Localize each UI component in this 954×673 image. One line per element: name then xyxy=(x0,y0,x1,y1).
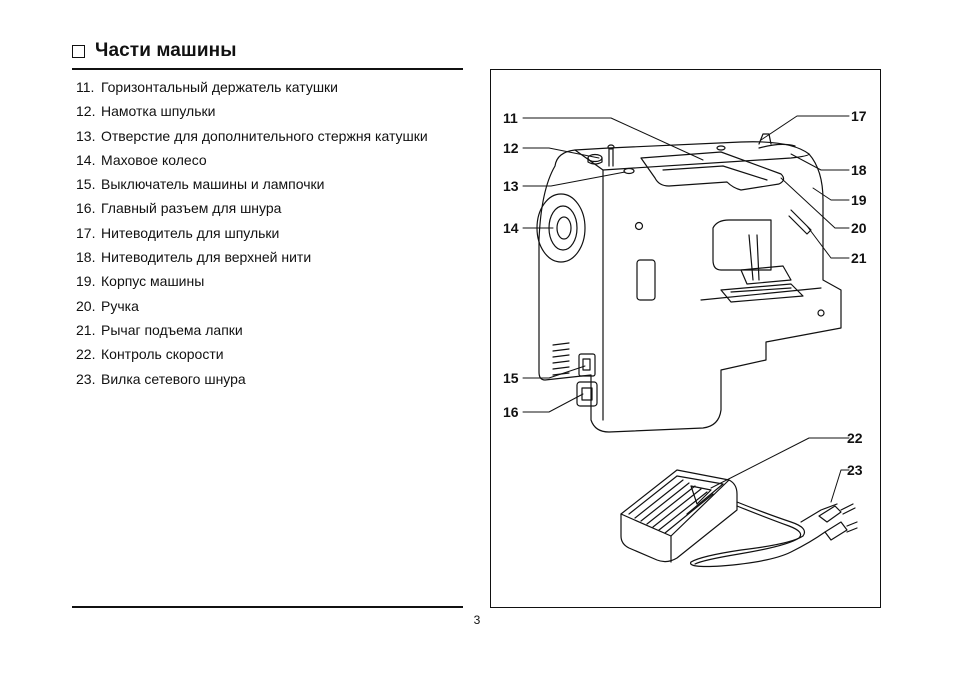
callout-12: 12 xyxy=(503,140,519,156)
list-item: 12. Намотка шпульки xyxy=(76,102,428,126)
item-number: 21. xyxy=(76,321,96,338)
list-item: 22. Контроль скорости xyxy=(76,345,428,369)
callout-22: 22 xyxy=(847,430,863,446)
callout-23: 23 xyxy=(847,462,863,478)
top-divider xyxy=(72,68,463,70)
item-number: 15. xyxy=(76,176,96,193)
item-number: 17. xyxy=(76,224,96,241)
callout-20: 20 xyxy=(851,220,867,236)
item-text: Намотка шпульки xyxy=(101,103,216,120)
item-number: 22. xyxy=(76,346,96,363)
item-text: Выключатель машины и лампочки xyxy=(101,176,325,193)
list-item: 19. Корпус машины xyxy=(76,272,428,296)
item-text: Отверстие для дополнительного стержня ка… xyxy=(101,127,428,144)
machine-illustration-frame: 11 12 13 14 15 16 17 18 19 20 21 22 23 xyxy=(490,69,881,608)
item-text: Корпус машины xyxy=(101,273,205,290)
item-text: Горизонтальный держатель катушки xyxy=(101,79,338,95)
list-item: 21. Рычаг подъема лапки xyxy=(76,321,428,345)
callout-19: 19 xyxy=(851,192,867,208)
item-number: 11. xyxy=(76,79,95,95)
callout-11: 11 xyxy=(503,110,518,126)
item-number: 20. xyxy=(76,297,96,314)
item-text: Маховое колесо xyxy=(101,151,207,168)
checkbox-icon xyxy=(72,44,85,58)
item-text: Нитеводитель для шпульки xyxy=(101,224,280,241)
item-text: Главный разъем для шнура xyxy=(101,200,282,217)
item-number: 19. xyxy=(76,273,96,290)
list-item: 20. Ручка xyxy=(76,297,428,321)
bottom-divider xyxy=(72,606,463,608)
item-text: Контроль скорости xyxy=(101,346,224,363)
item-number: 14. xyxy=(76,151,96,168)
item-number: 18. xyxy=(76,249,96,266)
list-item: 18. Нитеводитель для верхней нити xyxy=(76,248,428,272)
page-number: 3 xyxy=(473,613,481,627)
callout-21: 21 xyxy=(851,250,867,266)
section-header: Части машины xyxy=(72,40,237,62)
sewing-machine-illustration: 11 12 13 14 15 16 17 18 19 20 21 22 23 xyxy=(503,108,867,568)
callout-15: 15 xyxy=(503,370,519,386)
callout-17: 17 xyxy=(851,108,867,124)
list-item: 17. Нитеводитель для шпульки xyxy=(76,224,428,248)
callout-13: 13 xyxy=(503,178,519,194)
callout-14: 14 xyxy=(503,220,519,236)
page-title: Части машины xyxy=(95,40,237,61)
item-text: Вилка сетевого шнура xyxy=(101,370,246,387)
item-text: Нитеводитель для верхней нити xyxy=(101,249,312,266)
list-item: 13. Отверстие для дополнительного стержня… xyxy=(76,127,428,151)
list-item: 11. Горизонтальный держатель катушки xyxy=(76,78,428,102)
item-number: 23. xyxy=(76,370,96,387)
list-item: 16. Главный разъем для шнура xyxy=(76,199,428,223)
item-number: 13. xyxy=(76,127,96,144)
foot-pedal-drawing xyxy=(620,469,858,568)
sewing-machine-drawing xyxy=(536,133,842,433)
item-number: 16. xyxy=(76,200,96,217)
callout-18: 18 xyxy=(851,162,867,178)
callout-16: 16 xyxy=(503,404,519,420)
item-text: Рычаг подъема лапки xyxy=(101,321,243,338)
item-text: Ручка xyxy=(101,297,139,314)
list-item: 14. Маховое колесо xyxy=(76,151,428,175)
list-item: 15. Выключатель машины и лампочки xyxy=(76,175,428,199)
parts-list: 11. Горизонтальный держатель катушки 12. Н… xyxy=(76,78,428,394)
list-item: 23. Вилка сетевого шнура xyxy=(76,370,428,394)
item-number: 12. xyxy=(76,103,96,120)
